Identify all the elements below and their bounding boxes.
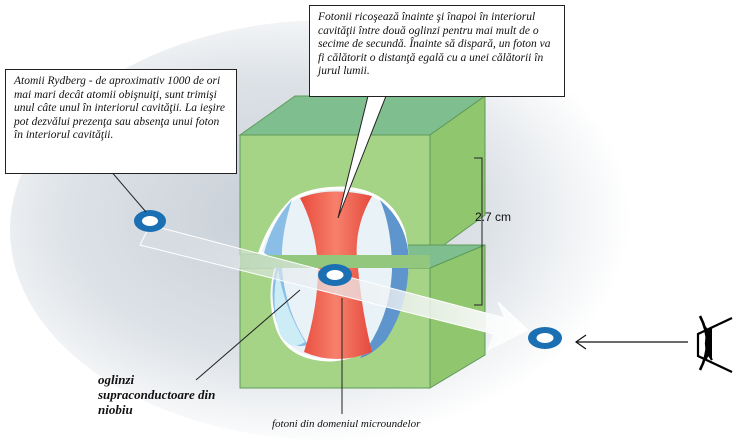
left-mirror-lower: [274, 268, 305, 346]
photon-bounce-callout: Fotonii ricoşează înainte şi înapoi în i…: [309, 5, 565, 97]
dimension-label: 2.7 cm: [475, 210, 512, 224]
atom-beam: [139, 224, 529, 352]
atom-ring-icon: [528, 327, 562, 349]
mirrors-label: oglinzi supraconductoare din niobiu: [98, 372, 216, 417]
observer-arrow: [574, 334, 688, 350]
eye-icon: [696, 315, 733, 373]
atom-ring-icon: [318, 264, 352, 286]
right-mirror: [360, 200, 409, 358]
microwave-photons-label: fotoni din domeniul microundelor: [272, 418, 421, 430]
atom-ring-icon: [134, 210, 166, 232]
rydberg-atoms-callout: Atomii Rydberg - de aproximativ 1000 de …: [5, 69, 237, 174]
mirror-leader: [195, 289, 301, 381]
dimension-bracket: [474, 157, 483, 306]
callout-leader-left: [109, 169, 147, 213]
